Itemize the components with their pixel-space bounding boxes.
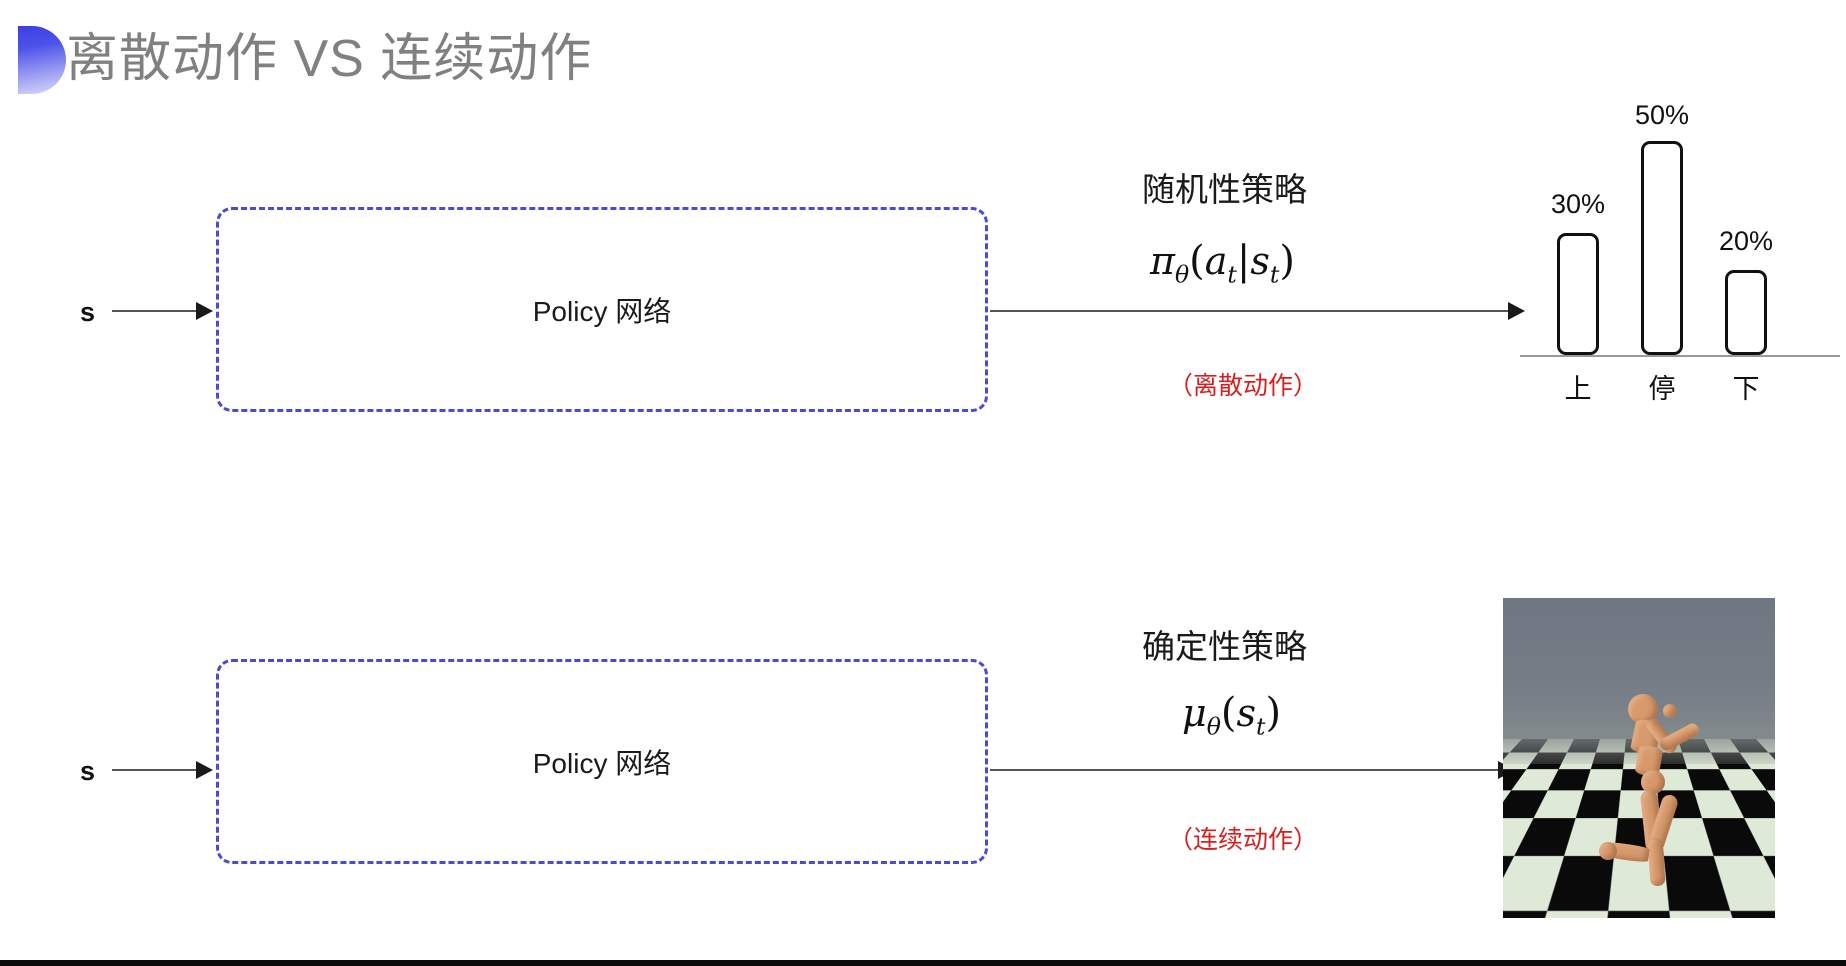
formula-func: π xyxy=(1150,239,1175,283)
output-arrow-line-continuous xyxy=(990,769,1502,771)
policy-formula-continuous: μθ(st) xyxy=(1182,690,1281,741)
formula-arg: a xyxy=(1204,239,1228,283)
formula-param: θ xyxy=(1174,260,1190,289)
formula-close-paren: ) xyxy=(1265,690,1282,736)
bar-1[interactable] xyxy=(1641,141,1683,355)
formula-open-paren: ( xyxy=(1189,238,1205,284)
formula-param: θ xyxy=(1206,712,1221,741)
humanoid-hand xyxy=(1663,704,1677,718)
policy-network-label-discrete: Policy 网络 xyxy=(532,295,672,327)
bar-0[interactable] xyxy=(1557,233,1599,355)
bar-category-2: 下 xyxy=(1732,374,1760,404)
input-state-label-discrete: s xyxy=(80,297,96,327)
page-title: 离散动作 VS 连续动作 xyxy=(66,30,593,88)
title-bullet-icon xyxy=(18,26,66,94)
formula-func: μ xyxy=(1182,691,1207,735)
policy-kind-label-continuous: 确定性策略 xyxy=(1142,628,1307,665)
output-arrow-head-discrete xyxy=(1508,302,1525,320)
bar-value-2: 20% xyxy=(1718,226,1774,256)
humanoid-heel xyxy=(1599,842,1617,860)
policy-network-label-continuous: Policy 网络 xyxy=(532,747,672,779)
input-arrow-line-continuous xyxy=(112,769,198,771)
bar-category-1: 停 xyxy=(1648,374,1676,404)
input-arrow-line-discrete xyxy=(112,310,198,312)
policy-formula-discrete: πθ(at|st) xyxy=(1150,238,1295,289)
formula-arg: s xyxy=(1236,691,1256,735)
output-arrow-line-discrete xyxy=(990,310,1512,312)
policy-kind-label-discrete: 随机性策略 xyxy=(1142,171,1307,208)
formula-cond: s xyxy=(1250,239,1270,283)
action-type-tag-continuous: （连续动作） xyxy=(1168,826,1319,854)
formula-bar: | xyxy=(1236,238,1251,284)
input-arrow-head-discrete xyxy=(196,302,213,320)
bar-2[interactable] xyxy=(1725,270,1767,355)
chart-x-axis xyxy=(1520,355,1840,357)
bar-category-0: 上 xyxy=(1564,374,1592,404)
formula-close-paren: ) xyxy=(1279,238,1295,284)
bar-value-1: 50% xyxy=(1634,100,1690,130)
bar-value-0: 30% xyxy=(1550,189,1606,219)
slide-bottom-edge xyxy=(0,960,1846,966)
policy-network-box-continuous[interactable]: Policy 网络 xyxy=(216,659,988,864)
input-arrow-head-continuous xyxy=(196,761,213,779)
formula-cond-sub: t xyxy=(1269,260,1280,289)
humanoid-simulation-image xyxy=(1503,598,1775,918)
action-probability-bar-chart: 30% 50% 20% 上 停 下 xyxy=(1520,95,1840,405)
input-state-label-continuous: s xyxy=(80,756,96,786)
policy-network-box-discrete[interactable]: Policy 网络 xyxy=(216,207,988,412)
action-type-tag-discrete: （离散动作） xyxy=(1168,372,1319,400)
formula-open-paren: ( xyxy=(1220,690,1237,736)
formula-arg-sub: t xyxy=(1255,712,1266,741)
formula-arg-sub: t xyxy=(1227,260,1237,289)
